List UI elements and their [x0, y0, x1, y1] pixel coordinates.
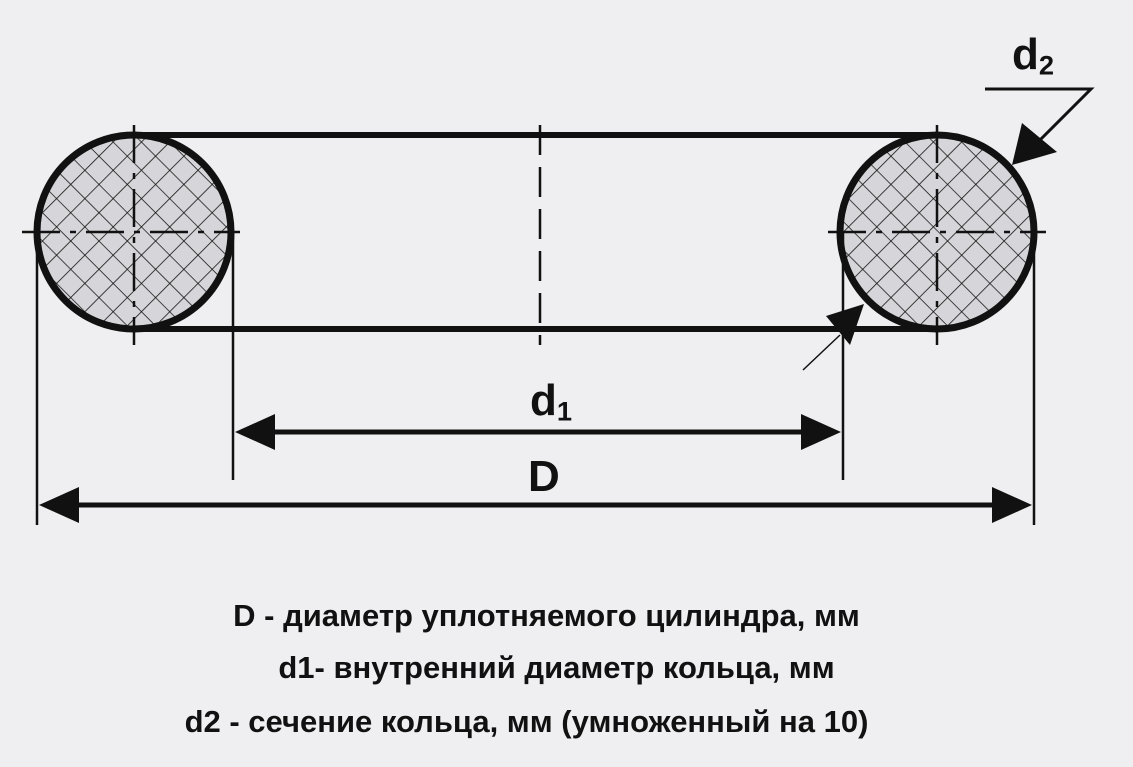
d2-leader: [802, 87, 1095, 371]
D-label: D: [528, 452, 560, 501]
d2-label: d2: [1012, 30, 1054, 81]
d1-dimension-line: [235, 414, 841, 450]
d2-label-sub: 2: [1038, 49, 1055, 81]
legend-line-d2: d2 - сечение кольца, мм (умноженный на 1…: [184, 704, 869, 739]
d1-label: d1: [530, 376, 572, 427]
D-dimension-line: [39, 487, 1032, 523]
extension-lines: [35, 232, 1036, 525]
d1-label-main: d: [530, 376, 557, 425]
legend-line-D: D - диаметр уплотняемого цилиндра, мм: [233, 598, 860, 633]
center-lines: [22, 125, 1046, 345]
legend-line-d1: d1- внутренний диаметр кольца, мм: [278, 650, 835, 685]
d2-label-main: d: [1012, 30, 1039, 79]
d1-label-sub: 1: [556, 395, 573, 427]
